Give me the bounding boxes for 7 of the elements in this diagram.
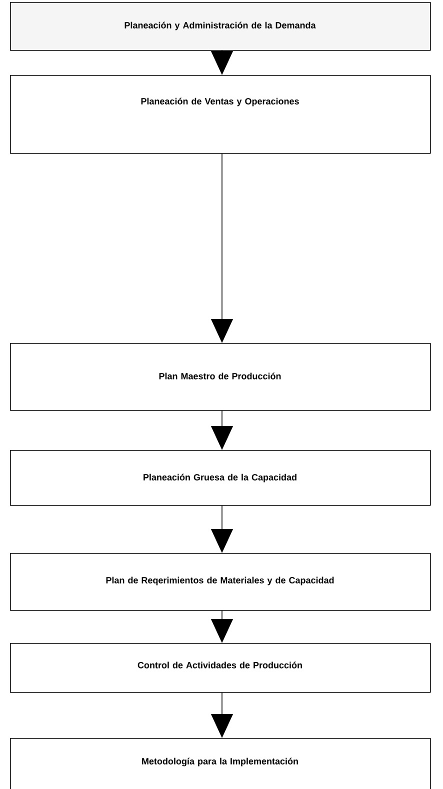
process-box: Plan de Reqerimientos de Materiales y de Capacidad bbox=[10, 553, 431, 611]
process-box: Plan Maestro de Producción bbox=[10, 343, 431, 411]
process-box: Planeación de Ventas y Operaciones bbox=[10, 75, 431, 154]
process-box: Planeación Gruesa de la Capacidad bbox=[10, 450, 431, 506]
process-box: Planeación y Administración de la Demanda bbox=[10, 2, 431, 51]
process-box: Metodología para la Implementación bbox=[10, 738, 431, 789]
process-box: Control de Actividades de Producción bbox=[10, 643, 431, 693]
